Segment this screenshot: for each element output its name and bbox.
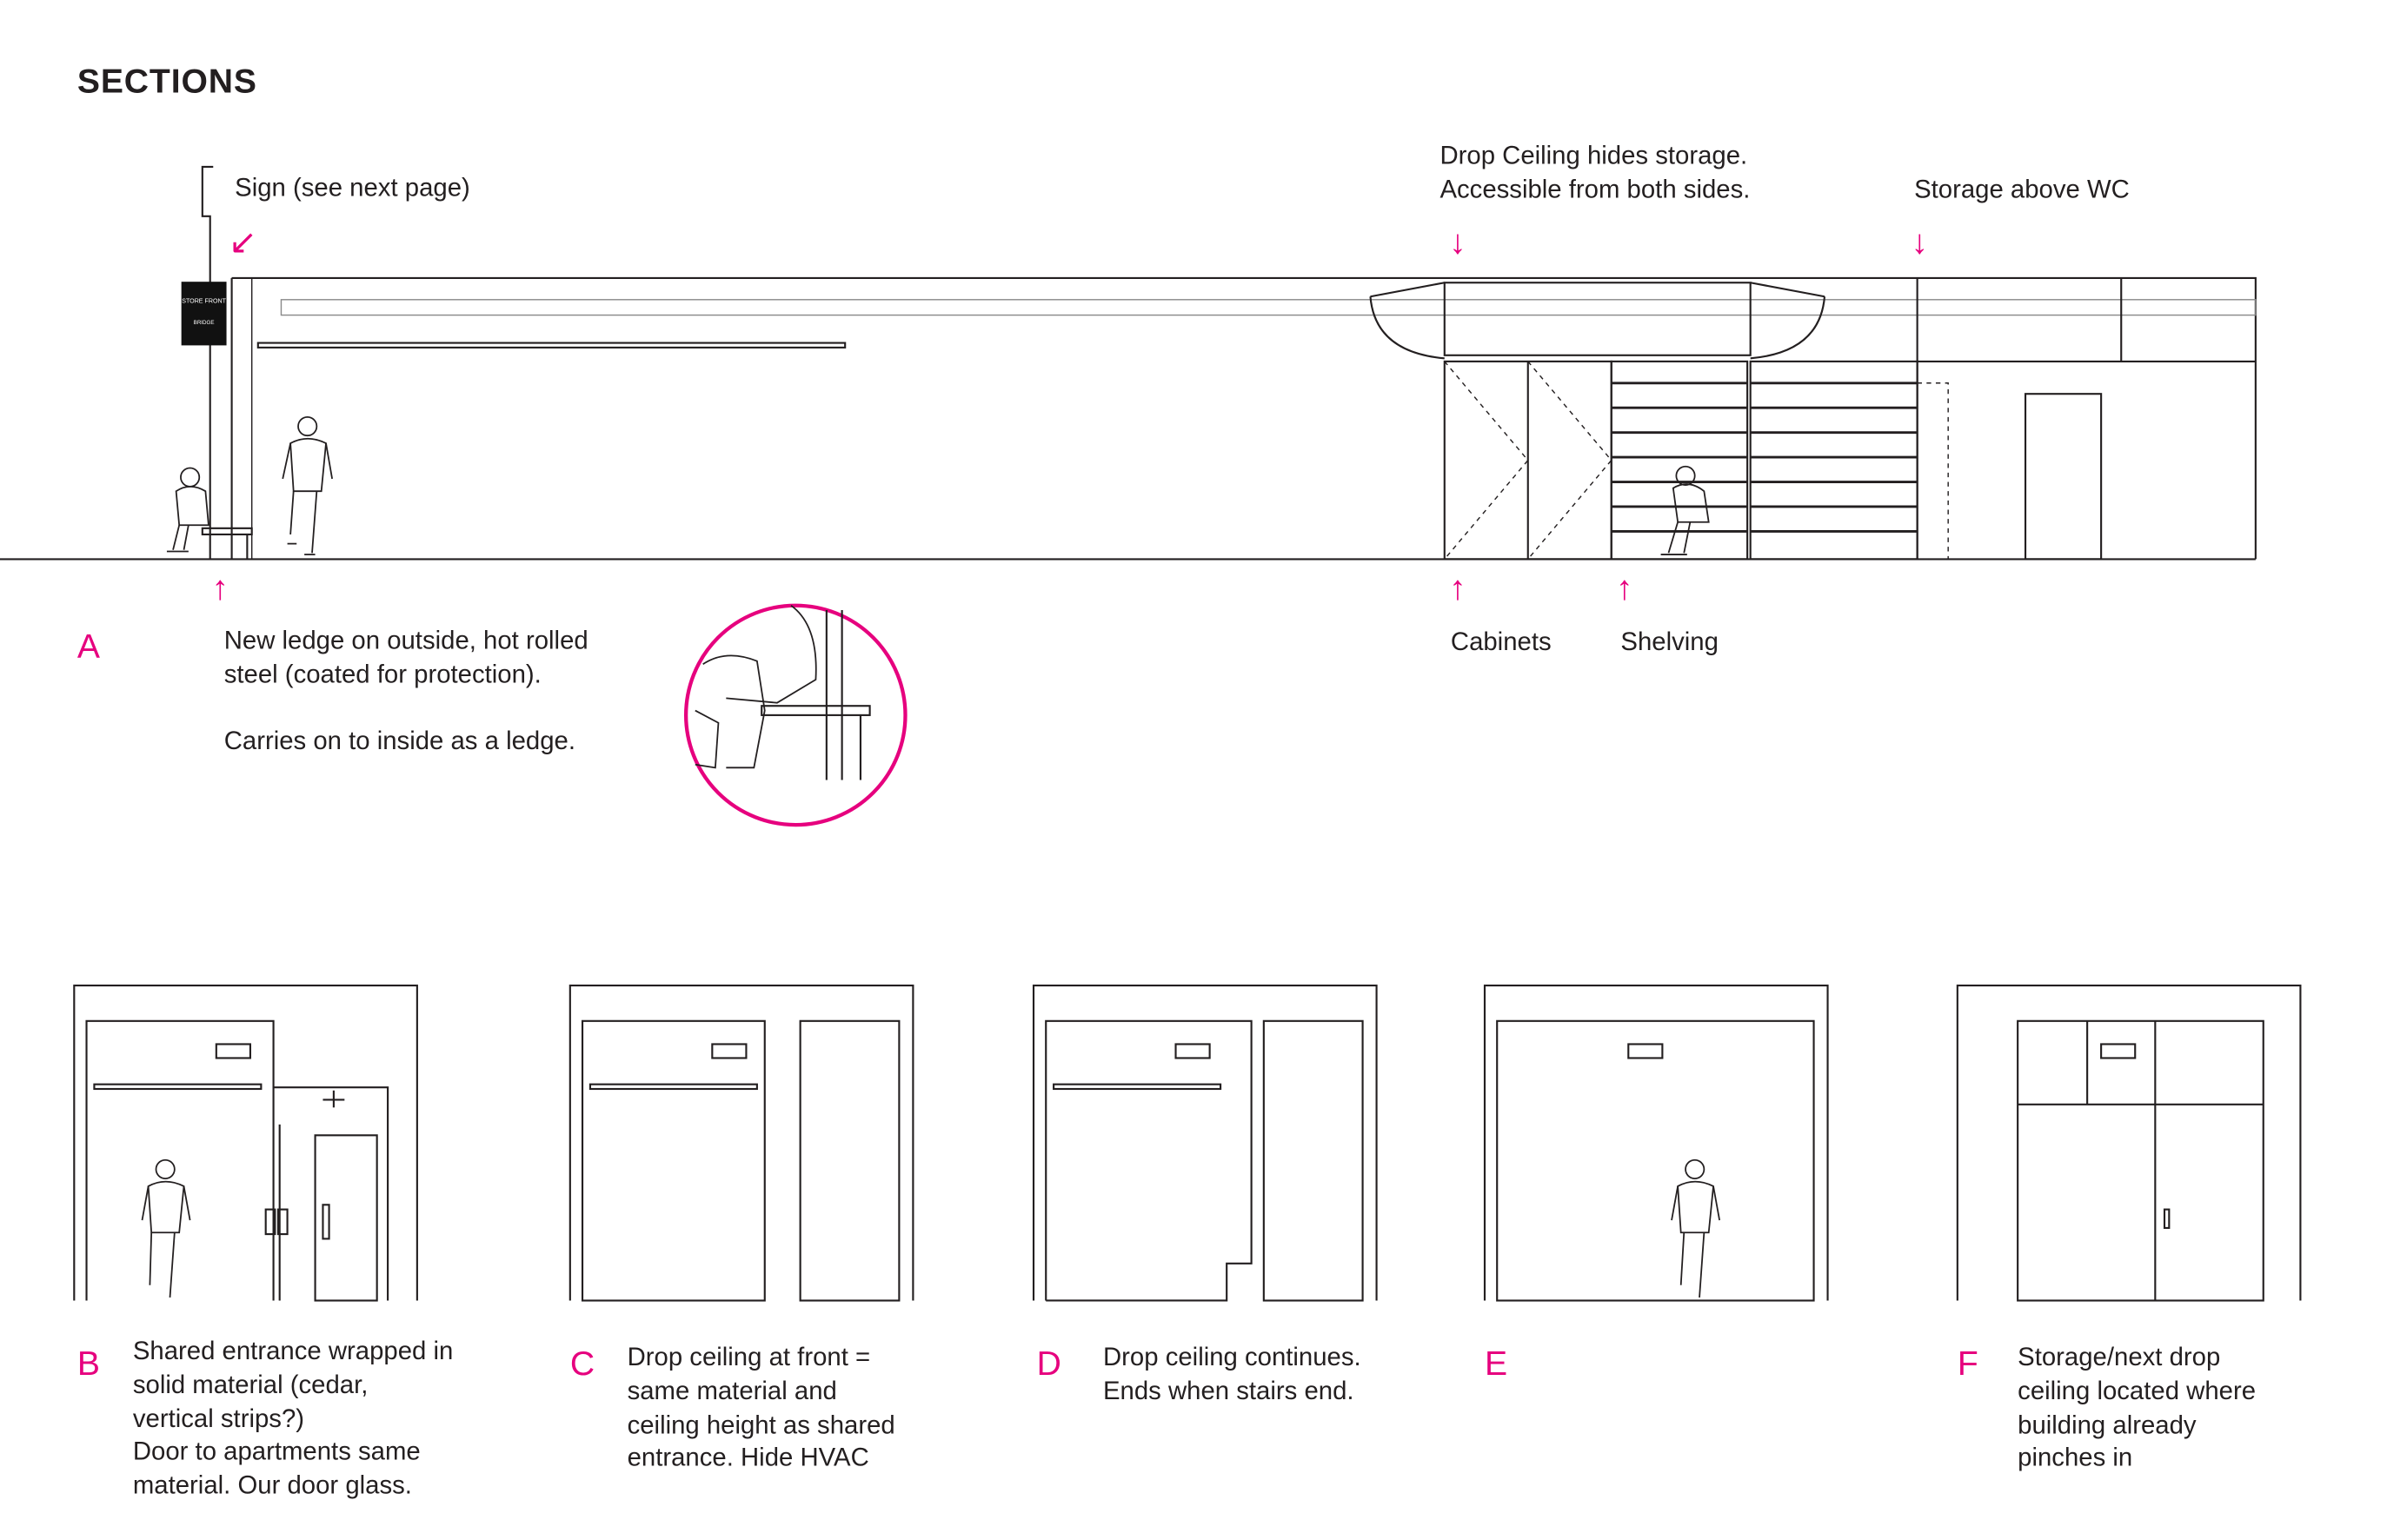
drop-ceiling-label: Drop Ceiling hides storage. Accessible f…: [1440, 142, 1751, 204]
sign-text-1: STORE FRONT: [182, 297, 226, 304]
section-letter-c: C: [569, 1344, 595, 1383]
person-seated-outside: [166, 467, 209, 553]
wc-door: [2024, 393, 2103, 561]
section-d-drawing: [1032, 984, 1378, 1302]
person-walking-outside: [282, 415, 333, 555]
section-c-note: Drop ceiling at front = same material an…: [627, 1344, 895, 1473]
section-letter-a: A: [76, 627, 100, 667]
section-a-note-2: Carries on to inside as a ledge.: [223, 727, 575, 756]
hvac-duct: [280, 299, 2257, 316]
section-a-note-1: New ledge on outside, hot rolled steel (…: [223, 627, 588, 689]
sign-arrow-icon: ↙: [229, 222, 257, 262]
store-sign: STORE FRONT BRIDGE: [181, 282, 227, 346]
section-letter-e: E: [1484, 1344, 1508, 1383]
front-shelf: [256, 342, 847, 348]
building-outline: [231, 276, 2257, 560]
door-swing-left: [1369, 296, 1445, 360]
section-c-drawing: [568, 984, 914, 1302]
person-seated-inside: [1660, 465, 1710, 555]
drop-ceiling-arrow-icon: ↓: [1449, 222, 1466, 262]
section-f-drawing: [1956, 984, 2302, 1302]
section-letter-f: F: [1957, 1344, 1978, 1383]
drop-ceiling-box: [1443, 282, 1752, 356]
section-letter-d: D: [1036, 1344, 1061, 1383]
cabinets-label: Cabinets: [1450, 628, 1552, 657]
storage-wc-arrow-icon: ↓: [1911, 222, 1929, 262]
cabinets-arrow-icon: ↑: [1449, 568, 1466, 607]
section-b-note: Shared entrance wrapped in solid materia…: [132, 1338, 454, 1501]
sign-text-2: BRIDGE: [194, 320, 215, 326]
shelving: [1610, 360, 1918, 561]
outside-ledge: [201, 527, 253, 536]
section-f-note: Storage/next drop ceiling located where …: [2018, 1344, 2257, 1473]
section-letter-b: B: [76, 1344, 100, 1383]
sign-label: Sign (see next page): [235, 174, 470, 202]
door-swing-right: [1750, 296, 1826, 360]
section-e-drawing: [1483, 984, 1829, 1302]
section-b-drawing: [73, 984, 418, 1302]
shelving-arrow-icon: ↑: [1616, 568, 1633, 607]
shelving-label: Shelving: [1620, 628, 1719, 657]
page-title: SECTIONS: [76, 62, 257, 101]
section-d-note: Drop ceiling continues. Ends when stairs…: [1102, 1344, 1361, 1405]
storage-wc-label: Storage above WC: [1914, 176, 2130, 204]
ledge-detail-circle: [683, 603, 908, 827]
ledge-arrow-icon: ↑: [211, 568, 229, 607]
